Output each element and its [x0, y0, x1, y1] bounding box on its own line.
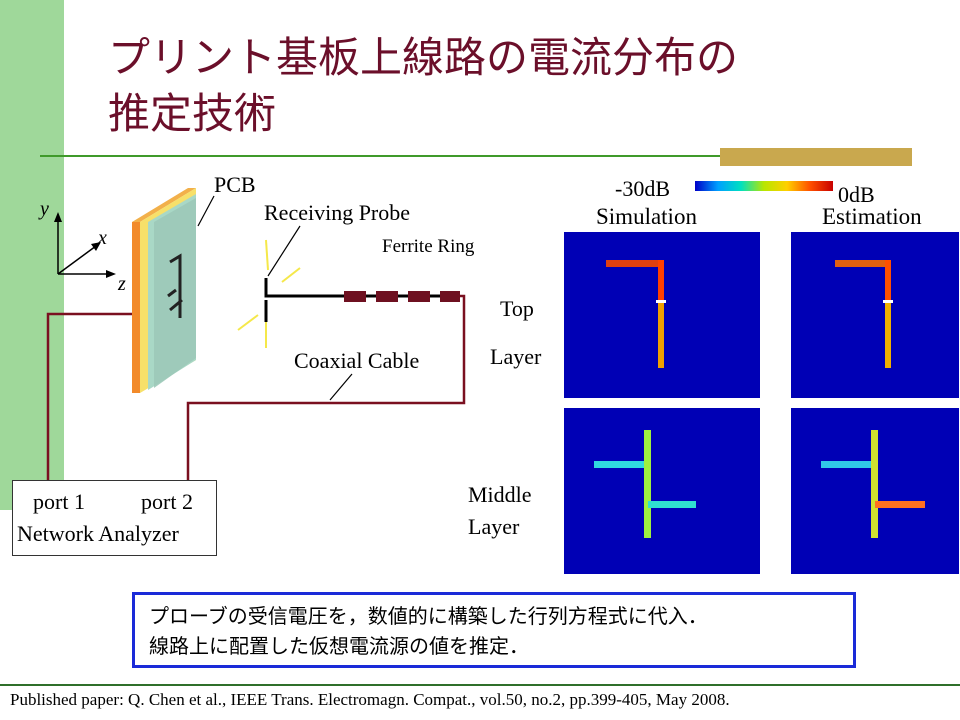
summary-box: プローブの受信電圧を，数値的に構築した行列方程式に代入． 線路上に配置した仮想電…	[132, 592, 856, 668]
row-top-label-1: Top	[500, 296, 534, 321]
axis-triad: y x z	[38, 198, 126, 295]
axis-x-label: x	[97, 227, 107, 249]
accent-bar	[720, 148, 912, 166]
coaxial-cable	[186, 294, 466, 484]
pcb-cable	[46, 312, 132, 484]
title-line-1: プリント基板上線路の電流分布の	[108, 33, 739, 82]
title-divider	[40, 155, 912, 157]
row-top-label-2: Layer	[490, 344, 542, 369]
row-middle-label-2: Layer	[468, 514, 520, 539]
slide-title: プリント基板上線路の電流分布の 推定技術	[108, 30, 928, 142]
row-middle-label-1: Middle	[468, 482, 532, 507]
publication-footer: Published paper: Q. Chen et al., IEEE Tr…	[10, 690, 730, 709]
column-estimation-label: Estimation	[822, 204, 922, 229]
cable-label: Coaxial Cable	[294, 348, 419, 373]
scale-min-label: -30dB	[615, 176, 670, 201]
summary-line-1: プローブの受信電圧を，数値的に構築した行列方程式に代入．	[149, 604, 708, 628]
pcb-board	[132, 188, 196, 393]
ferrite-label: Ferrite Ring	[382, 236, 475, 257]
pcb-label: PCB	[214, 172, 256, 197]
heatmap-middle-estimation	[791, 408, 959, 574]
port1-label: port 1	[33, 489, 85, 514]
summary-line-2: 線路上に配置した仮想電流源の値を推定．	[149, 634, 529, 658]
axis-z-label: z	[117, 273, 126, 295]
footer-divider	[0, 684, 960, 686]
title-line-2: 推定技術	[108, 89, 277, 138]
scale-max-label: 0dB	[838, 182, 875, 207]
probe-label: Receiving Probe	[264, 200, 410, 225]
ferrite-rings	[344, 291, 460, 302]
network-analyzer: port 1 port 2 Network Analyzer	[12, 480, 217, 556]
heatmap-top-estimation	[791, 232, 959, 398]
measurement-diagram: y x z PCB Receiving Probe	[38, 172, 475, 484]
heatmap-top-simulation	[564, 232, 760, 398]
axis-y-label: y	[38, 198, 49, 220]
left-decor-stripe	[0, 0, 64, 510]
color-scale-bar	[695, 181, 833, 191]
heatmap-middle-simulation	[564, 408, 760, 574]
analyzer-label: Network Analyzer	[17, 521, 179, 546]
port2-label: port 2	[141, 489, 193, 514]
column-simulation-label: Simulation	[596, 204, 697, 229]
receiving-probe	[237, 239, 344, 348]
